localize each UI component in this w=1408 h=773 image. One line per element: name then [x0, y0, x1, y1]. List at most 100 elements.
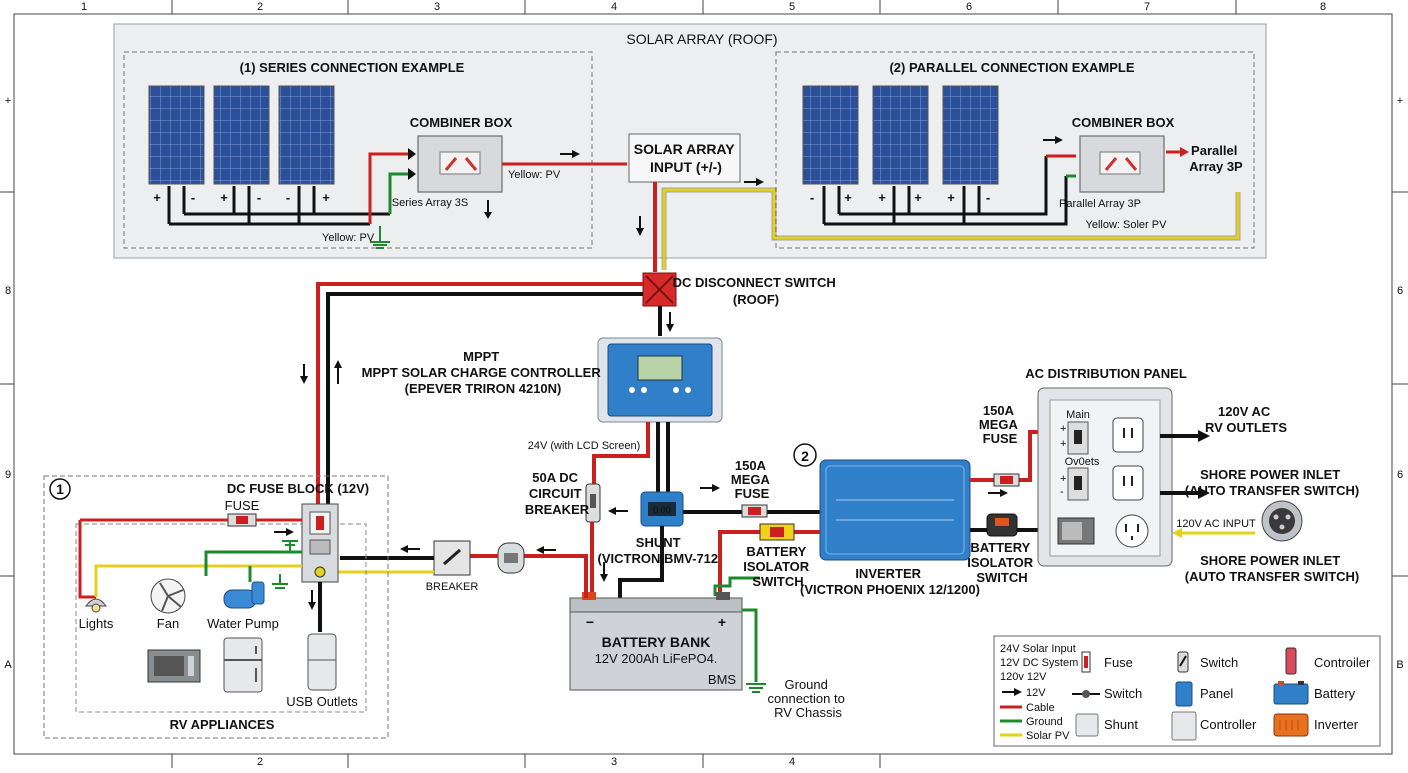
- ac-input-label: 120V AC INPUT: [1176, 518, 1256, 530]
- legend-switch-icon: [1177, 651, 1189, 673]
- rv-fuse-label: FUSE: [225, 498, 260, 513]
- rv-fuse: [227, 513, 257, 527]
- legend-switch-line-icon: [1072, 690, 1100, 698]
- legend-line-label: 120v 12V: [1000, 671, 1047, 683]
- legend-battery-icon: [1273, 681, 1309, 705]
- frame-col-7: 7: [1144, 1, 1150, 13]
- disc-line-2: (ROOF): [733, 292, 779, 307]
- inv-line-2: (VICTRON PHOENIX 12/1200): [800, 582, 980, 597]
- legend-fuse-icon: [1081, 651, 1091, 673]
- panel-terminal: +: [322, 190, 330, 205]
- frame-col-8: 8: [1320, 1, 1326, 13]
- series-combiner-label: COMBINER BOX: [410, 115, 513, 130]
- dc-disconnect-switch[interactable]: [642, 272, 677, 307]
- legend-line-label: 12V: [1026, 687, 1046, 699]
- rv-breaker[interactable]: [433, 540, 471, 576]
- legend-shunt-icon: [1075, 713, 1099, 737]
- solar-panel: [802, 85, 859, 185]
- mfr-line-3: FUSE: [983, 431, 1018, 446]
- solar-panel: [213, 85, 270, 185]
- bir-line-1: BATTERY: [970, 540, 1030, 555]
- parallel-title: (2) PARALLEL CONNECTION EXAMPLE: [889, 60, 1134, 75]
- frame-col-2: 2: [257, 1, 263, 13]
- dc-breaker-label: 50A DC CIRCUIT BREAKER: [525, 470, 590, 517]
- bir-line-2: ISOLATOR: [967, 555, 1034, 570]
- series-yellow-label: Yellow: PV: [322, 232, 375, 244]
- frame-col-4: 4: [611, 1, 617, 13]
- battery-isolator-left[interactable]: [759, 523, 795, 541]
- bil-line-2: ISOLATOR: [743, 559, 810, 574]
- microwave-icon: [147, 649, 201, 683]
- solar-array-input-box: [628, 133, 741, 183]
- shore-bot-line-2: (AUTO TRANSFER SWITCH): [1185, 569, 1360, 584]
- legend-item-label: Panel: [1200, 686, 1233, 701]
- light-fixture: [85, 598, 107, 613]
- ac-panel-main: Main: [1066, 409, 1090, 421]
- panel-terminal: +: [914, 190, 922, 205]
- mppt-line-1: MPPT: [463, 349, 499, 364]
- mfl-line-3: FUSE: [735, 486, 770, 501]
- parallel-combiner-label: COMBINER BOX: [1072, 115, 1175, 130]
- series-title: (1) SERIES CONNECTION EXAMPLE: [240, 60, 465, 75]
- battery-minus: −: [586, 614, 594, 630]
- panel-terminal: -: [986, 190, 990, 205]
- inverter-label: INVERTER (VICTRON PHOENIX 12/1200): [800, 566, 980, 597]
- roof-section: SOLAR ARRAY (ROOF) (1) SERIES CONNECTION…: [113, 23, 1267, 270]
- mega-fuse-right: [993, 473, 1020, 487]
- frame-right-row-b: 6: [1397, 285, 1403, 297]
- shore-top-line-1: SHORE POWER INLET: [1200, 467, 1340, 482]
- gnd-line-2: connection to: [768, 691, 845, 706]
- panel-terminal: -: [286, 190, 290, 205]
- frame-right-row-d: B: [1396, 659, 1403, 671]
- battery-bms: BMS: [708, 672, 737, 687]
- rv-badge: 1: [56, 481, 64, 497]
- legend-item-label: Inverter: [1314, 717, 1359, 732]
- legend-item-label: Controller: [1200, 717, 1257, 732]
- inverter: [819, 459, 971, 561]
- rv-section: [43, 475, 389, 739]
- bil-line-3: SWITCH: [752, 574, 803, 589]
- mppt-note: 24V (with LCD Screen): [528, 440, 641, 452]
- ac-polarity: +: [1060, 438, 1066, 450]
- rv-appliances-title: RV APPLIANCES: [170, 717, 275, 732]
- frame-bottom-col-4: 4: [789, 756, 795, 768]
- roof-title: SOLAR ARRAY (ROOF): [626, 31, 777, 47]
- frame-col-6: 6: [966, 1, 972, 13]
- shunt-line-1: SHUNT: [636, 535, 681, 550]
- solar-panel: [148, 85, 205, 185]
- mppt-title: MPPT MPPT SOLAR CHARGE CONTROLLER (EPEVE…: [362, 349, 605, 396]
- battery-title: BATTERY BANK: [602, 634, 711, 650]
- fan-icon: [150, 578, 186, 614]
- inv-line-1: INVERTER: [855, 566, 921, 581]
- shore-bottom-label: SHORE POWER INLET (AUTO TRANSFER SWITCH): [1185, 553, 1360, 584]
- battery-isolator-right[interactable]: [986, 513, 1018, 537]
- rv-badge-circle: [49, 478, 71, 500]
- legend-inverter-icon: [1273, 713, 1309, 737]
- breaker-line-3: BREAKER: [525, 502, 590, 517]
- battery-plus: +: [718, 614, 726, 630]
- mega-fuse-right-label: 150A MEGA FUSE: [979, 403, 1021, 446]
- fuse-block-title: DC FUSE BLOCK (12V): [227, 481, 369, 496]
- mfl-line-1: 150A: [735, 458, 767, 473]
- battery-spec: 12V 200Ah LiFePO4.: [595, 651, 718, 666]
- parallel-out-line-1: Parallel: [1191, 143, 1237, 158]
- mppt-line-3: (EPEVER TRIRON 4210N): [405, 381, 562, 396]
- shunt-screen-value: 0.00: [653, 505, 671, 515]
- mega-fuse-left-label: 150A MEGA FUSE: [731, 458, 773, 501]
- breaker-line-2: CIRCUIT: [529, 486, 582, 501]
- bir-line-3: SWITCH: [976, 570, 1027, 585]
- legend-item-label: Controiler: [1314, 655, 1371, 670]
- parallel-array-label: Parallel Array 3P: [1059, 198, 1141, 210]
- panel-terminal: -: [257, 190, 261, 205]
- mppt-line-2: MPPT SOLAR CHARGE CONTROLLER: [362, 365, 602, 380]
- shore-power-inlet[interactable]: [1261, 500, 1303, 542]
- battery-bank: [569, 592, 743, 691]
- battery-isolator-right-label: BATTERY ISOLATOR SWITCH: [967, 540, 1037, 585]
- mfl-line-2: MEGA: [731, 472, 771, 487]
- legend-item-label: Fuse: [1104, 655, 1133, 670]
- gnd-line-3: RV Chassis: [774, 705, 842, 720]
- panel-terminal: +: [947, 190, 955, 205]
- panel-terminal: +: [153, 190, 161, 205]
